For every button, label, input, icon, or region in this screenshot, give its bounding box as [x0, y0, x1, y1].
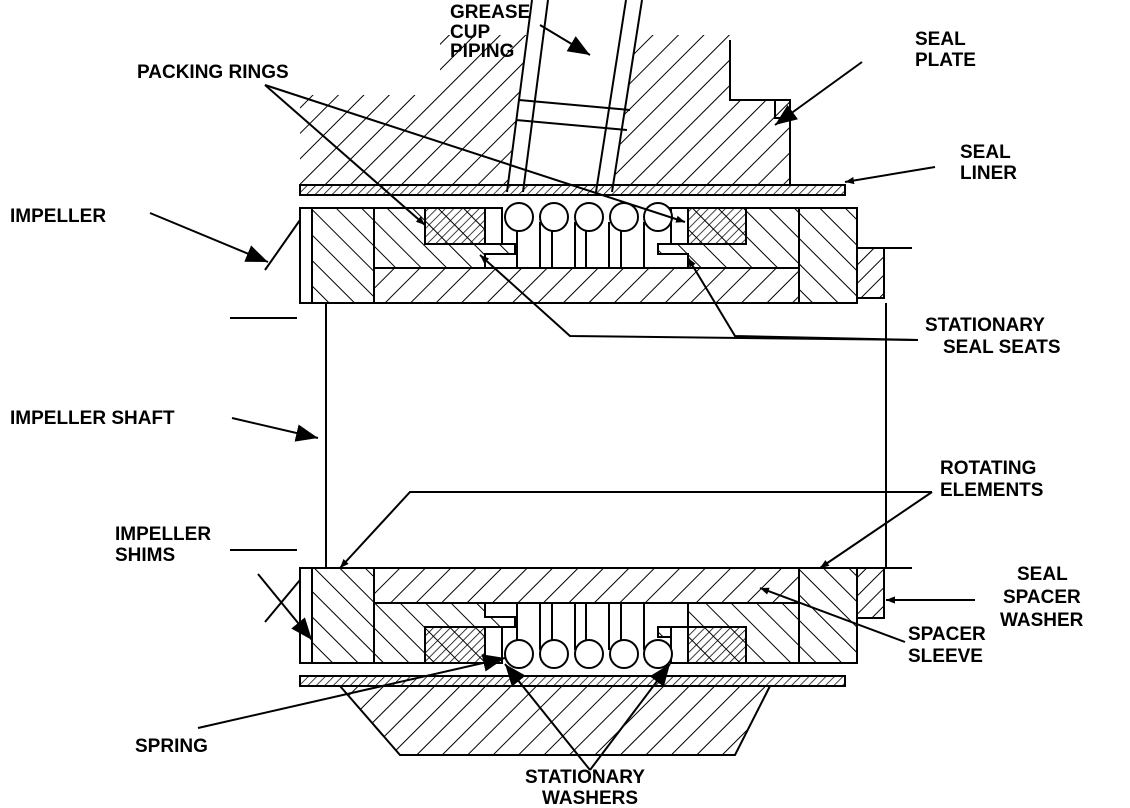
- leader-lines: [149, 24, 975, 771]
- seal-liner-bottom: [299, 675, 846, 687]
- label-grease-cup-piping: GREASE CUP PIPING: [450, 2, 536, 62]
- label-stationary-washers: STATIONARY WASHERS: [525, 767, 650, 808]
- leader-packing-rings-right: [264, 84, 686, 223]
- leader-washers-right: [589, 663, 671, 771]
- label-seal-spacer-washer: SEAL SPACER WASHER: [1000, 564, 1086, 631]
- spring-coils-top: [504, 202, 673, 268]
- leader-washers-left: [504, 663, 591, 771]
- leader-spring: [197, 654, 506, 729]
- spring-coils-bottom: [504, 603, 673, 669]
- leader-seal-seats-right: [687, 257, 919, 341]
- leader-rotating-left: [339, 491, 932, 569]
- leader-seal-seats-left: [479, 254, 919, 341]
- leader-spacer-sleeve: [759, 587, 906, 643]
- leader-impeller-shims: [257, 573, 313, 641]
- label-spacer-sleeve: SPACER SLEEVE: [908, 624, 991, 667]
- top-seal-assembly: [264, 202, 885, 304]
- label-impeller: IMPELLER: [10, 206, 106, 227]
- leader-grease-cup-piping: [539, 24, 591, 56]
- leader-impeller-shaft: [231, 417, 319, 442]
- grease-cup-piping: [506, 0, 643, 193]
- label-spring: SPRING: [135, 736, 208, 757]
- labels: GREASE CUP PIPING SEAL PLATE PACKING RIN…: [10, 2, 1086, 808]
- label-seal-plate: SEAL PLATE: [915, 29, 976, 71]
- leader-packing-rings-left: [264, 84, 426, 226]
- label-impeller-shaft: IMPELLER SHAFT: [10, 408, 175, 429]
- leader-rotating-right: [819, 491, 933, 569]
- label-seal-liner: SEAL LINER: [960, 142, 1017, 184]
- label-packing-rings: PACKING RINGS: [137, 62, 289, 83]
- leader-impeller: [149, 212, 269, 263]
- lower-housing: [339, 685, 771, 756]
- leader-seal-plate: [774, 61, 863, 126]
- label-impeller-shims: IMPELLER SHIMS: [115, 524, 216, 566]
- bottom-seal-assembly: [264, 567, 885, 669]
- label-rotating-elements: ROTATING ELEMENTS: [940, 458, 1043, 501]
- leader-seal-liner: [844, 166, 936, 185]
- label-stationary-seal-seats: STATIONARY SEAL SEATS: [925, 315, 1061, 358]
